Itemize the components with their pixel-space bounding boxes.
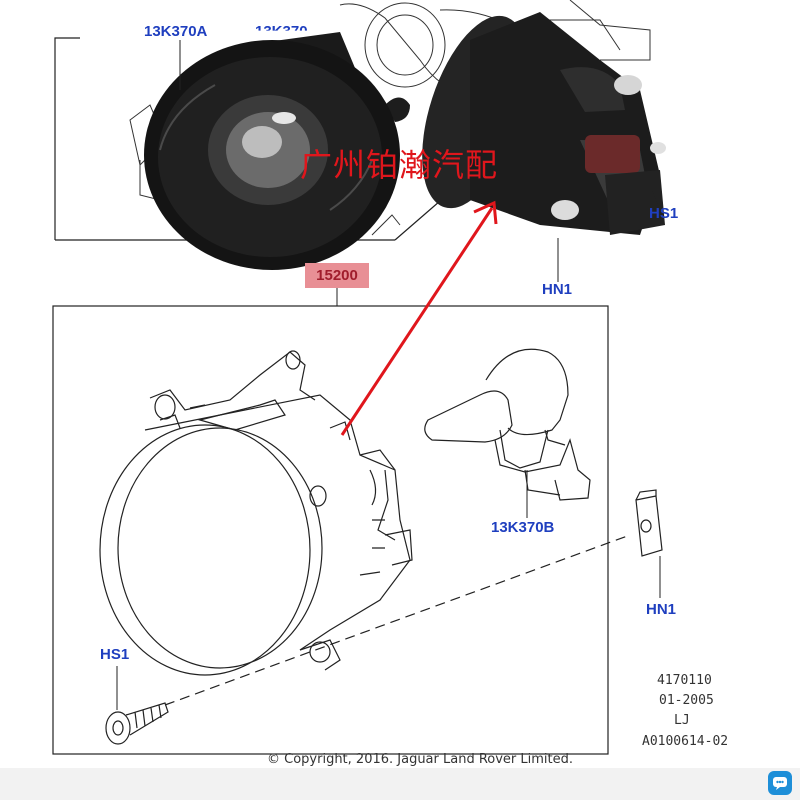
illustration-date: 01-2005 — [659, 693, 714, 708]
copyright-notice: © Copyright, 2016. Jaguar Land Rover Lim… — [267, 752, 574, 767]
nut-drawing — [635, 489, 663, 557]
lower-frame — [52, 305, 609, 755]
screw-drawing — [105, 702, 169, 745]
fog-lamp-photo-rear — [422, 12, 666, 235]
part-number-label: 15200 — [305, 263, 369, 288]
red-arrow — [340, 200, 498, 436]
fog-lamp-drawing — [99, 350, 413, 676]
callout-bulb-top: 13K370A — [144, 23, 208, 40]
callout-screw-bottom: HS1 — [100, 646, 130, 663]
callout-nut-top: HN1 — [542, 281, 573, 298]
chat-button[interactable] — [768, 771, 792, 795]
watermark-text: 广州铂瀚汽配 — [300, 146, 499, 184]
bulb-drawing — [424, 348, 591, 501]
assembly-line — [164, 534, 631, 706]
callout-nut-bottom: HN1 — [646, 601, 677, 618]
callout-clip-top: HS1 — [649, 205, 679, 222]
fog-lamp-photo-front — [144, 32, 410, 270]
leader-lines — [116, 40, 661, 710]
callout-bulb-bottom: 13K370B — [491, 519, 555, 536]
callout-bulb-top-partial: 13K370 — [255, 23, 308, 40]
illustration-number: 4170110 — [657, 673, 712, 688]
chat-icon — [773, 777, 787, 790]
illustrator-initials: LJ — [674, 713, 690, 728]
bottom-bar — [0, 768, 800, 800]
drawing-id: A0100614-02 — [642, 734, 729, 749]
